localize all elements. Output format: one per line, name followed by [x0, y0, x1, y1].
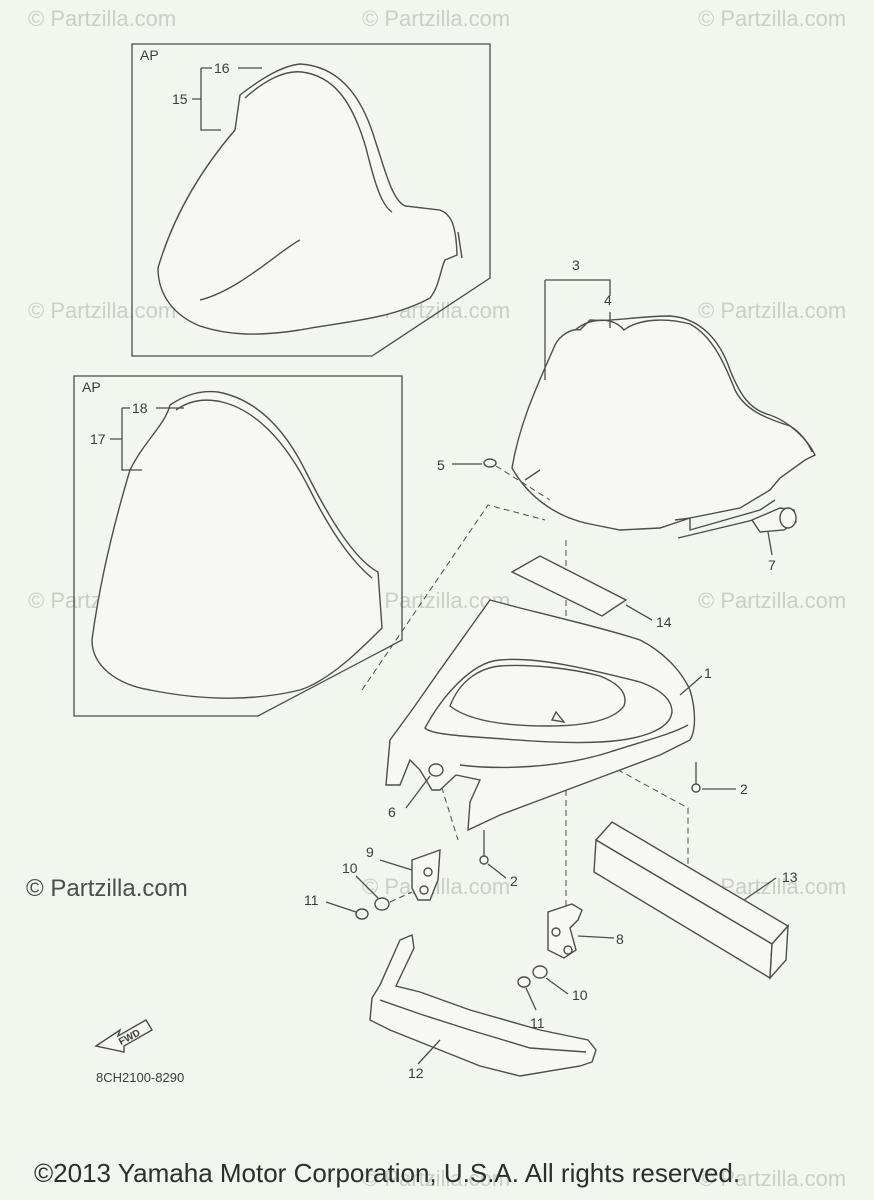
callout-5: 5	[437, 457, 445, 473]
callout-14: 14	[656, 614, 672, 630]
watermark: © Partzilla.com	[26, 875, 188, 902]
watermark: © Partzilla.com	[28, 298, 176, 323]
callout-6: 6	[388, 804, 396, 820]
callout-3: 3	[572, 257, 580, 273]
callout-16: 16	[214, 60, 230, 76]
washer-nut-left: 10 11	[304, 860, 413, 920]
pad-14: 14	[510, 555, 672, 630]
copyright-text: ©2013 Yamaha Motor Corporation, U.S.A. A…	[34, 1158, 740, 1188]
windshield-trim-4	[574, 319, 813, 453]
inset-label: AP	[82, 379, 101, 395]
windshield-assembly: 3 4	[511, 257, 816, 539]
watermark: © Partzilla.com	[698, 6, 846, 31]
screw-2-right: 2	[691, 762, 748, 797]
inset-frame	[131, 43, 491, 357]
watermark: © Partzilla.com	[698, 1166, 846, 1191]
callout-1: 1	[704, 665, 712, 681]
callout-9: 9	[366, 844, 374, 860]
fwd-label: FWD	[117, 1028, 142, 1048]
callout-10: 10	[572, 987, 588, 1003]
callout-12: 12	[408, 1065, 424, 1081]
cowl-1: 1	[385, 599, 712, 832]
watermark: © Partzilla.com	[698, 588, 846, 613]
callout-8: 8	[616, 931, 624, 947]
trim-12: 12	[369, 934, 597, 1081]
screw-2-center: 2	[479, 830, 518, 889]
bolt-5: 5	[437, 457, 551, 501]
inset-label: AP	[140, 47, 159, 63]
windshield-trim-18	[175, 399, 373, 579]
watermark: © Partzilla.com	[28, 6, 176, 31]
foam-block-13: 13	[593, 821, 798, 980]
callout-2: 2	[510, 873, 518, 889]
watermark: © Partzilla.com	[362, 6, 510, 31]
callout-2: 2	[740, 781, 748, 797]
callout-11: 11	[304, 892, 319, 908]
inset-ap-bottom: AP 18 17	[73, 375, 403, 717]
bracket-9: 9	[366, 844, 441, 901]
callout-7: 7	[768, 557, 776, 573]
callout-13: 13	[782, 869, 798, 885]
inset-ap-top: AP 16 15	[131, 43, 491, 357]
windshield-17	[91, 390, 383, 699]
washer-nut-right: 10 11	[517, 965, 588, 1031]
watermark: © Partzilla.com	[698, 298, 846, 323]
inset-frame	[73, 375, 403, 717]
callout-17: 17	[90, 431, 106, 447]
callout-15: 15	[172, 91, 188, 107]
windshield-trim-16	[244, 71, 393, 213]
cowl-body	[385, 599, 696, 832]
windshield-15	[157, 63, 458, 335]
windshield-3	[511, 315, 816, 531]
callout-11: 11	[530, 1015, 545, 1031]
fastener-7: 7	[750, 507, 797, 573]
bracket-8: 8	[547, 903, 624, 959]
diagram-code: 8CH2100-8290	[96, 1070, 184, 1085]
grommet-6: 6	[388, 763, 444, 820]
watermark: © Partzilla.com	[362, 1166, 510, 1191]
fwd-arrow-icon: FWD	[94, 1019, 153, 1053]
callout-18: 18	[132, 400, 148, 416]
callout-10: 10	[342, 860, 358, 876]
callout-4: 4	[604, 292, 612, 308]
